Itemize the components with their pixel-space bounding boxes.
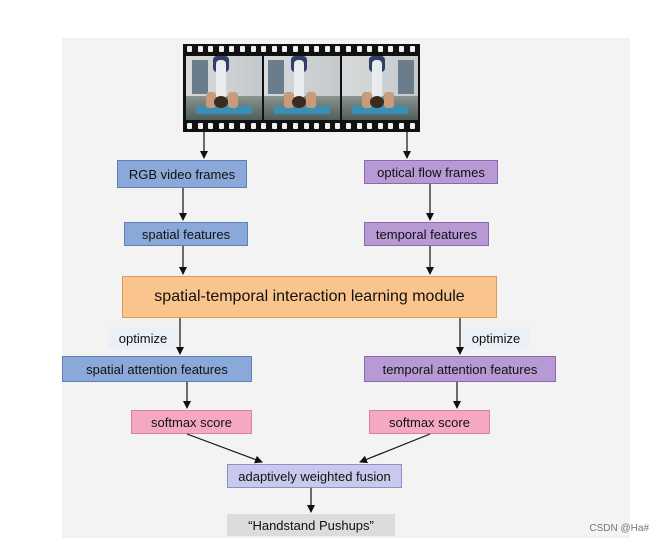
adaptively-weighted-fusion-box: adaptively weighted fusion bbox=[227, 464, 402, 488]
film-perforation bbox=[335, 123, 341, 129]
film-perforation bbox=[293, 123, 298, 129]
video-frame-2 bbox=[264, 56, 340, 120]
film-perforation bbox=[356, 46, 362, 52]
film-perforation bbox=[346, 123, 351, 129]
film-perforation bbox=[240, 123, 245, 129]
video-filmstrip-image bbox=[183, 44, 420, 132]
film-perforation bbox=[303, 46, 309, 52]
softmax-score-right-box: softmax score bbox=[369, 410, 490, 434]
film-perforation bbox=[208, 46, 214, 52]
video-frame-3 bbox=[342, 56, 418, 120]
film-perforation bbox=[324, 46, 330, 52]
film-perforation bbox=[197, 46, 203, 52]
film-perforation bbox=[282, 46, 288, 52]
video-frame-1 bbox=[186, 56, 262, 120]
film-perforation bbox=[335, 46, 341, 52]
film-perforation bbox=[250, 123, 256, 129]
film-perforation bbox=[346, 46, 351, 52]
film-perforation bbox=[303, 123, 309, 129]
film-perforation bbox=[187, 123, 192, 129]
softmax-score-left-box: softmax score bbox=[131, 410, 252, 434]
film-perforation bbox=[367, 46, 373, 52]
prediction-output-box: “Handstand Pushups” bbox=[227, 514, 395, 536]
optimize-label-right: optimize bbox=[463, 327, 529, 349]
film-perforation bbox=[208, 123, 214, 129]
film-perforation bbox=[250, 46, 256, 52]
temporal-features-box: temporal features bbox=[364, 222, 489, 246]
optical-flow-frames-box: optical flow frames bbox=[364, 160, 498, 184]
film-perforation bbox=[324, 123, 330, 129]
film-perforation bbox=[197, 123, 203, 129]
film-perforation bbox=[293, 46, 298, 52]
film-perforation bbox=[218, 46, 224, 52]
film-perforation bbox=[377, 123, 383, 129]
film-perforation bbox=[377, 46, 383, 52]
film-perforation bbox=[314, 46, 320, 52]
film-perforation bbox=[261, 123, 267, 129]
film-perforation bbox=[271, 123, 277, 129]
filmstrip-perforations-bottom bbox=[183, 122, 420, 131]
film-perforation bbox=[314, 123, 320, 129]
film-perforation bbox=[187, 46, 192, 52]
spatial-features-box: spatial features bbox=[124, 222, 248, 246]
film-perforation bbox=[240, 46, 245, 52]
film-perforation bbox=[229, 46, 235, 52]
rgb-video-frames-box: RGB video frames bbox=[117, 160, 247, 188]
film-perforation bbox=[399, 123, 404, 129]
spatial-attention-features-box: spatial attention features bbox=[62, 356, 252, 382]
film-perforation bbox=[388, 123, 394, 129]
film-perforation bbox=[388, 46, 394, 52]
film-perforation bbox=[367, 123, 373, 129]
temporal-attention-features-box: temporal attention features bbox=[364, 356, 556, 382]
filmstrip-perforations-top bbox=[183, 45, 420, 54]
film-perforation bbox=[356, 123, 362, 129]
film-perforation bbox=[399, 46, 404, 52]
optimize-label-left: optimize bbox=[108, 327, 178, 349]
film-perforation bbox=[409, 123, 415, 129]
film-perforation bbox=[409, 46, 415, 52]
film-perforation bbox=[229, 123, 235, 129]
interaction-learning-module-box: spatial-temporal interaction learning mo… bbox=[122, 276, 497, 318]
film-perforation bbox=[261, 46, 267, 52]
film-perforation bbox=[218, 123, 224, 129]
film-perforation bbox=[282, 123, 288, 129]
watermark-text: CSDN @Ha# bbox=[589, 523, 649, 534]
film-perforation bbox=[271, 46, 277, 52]
